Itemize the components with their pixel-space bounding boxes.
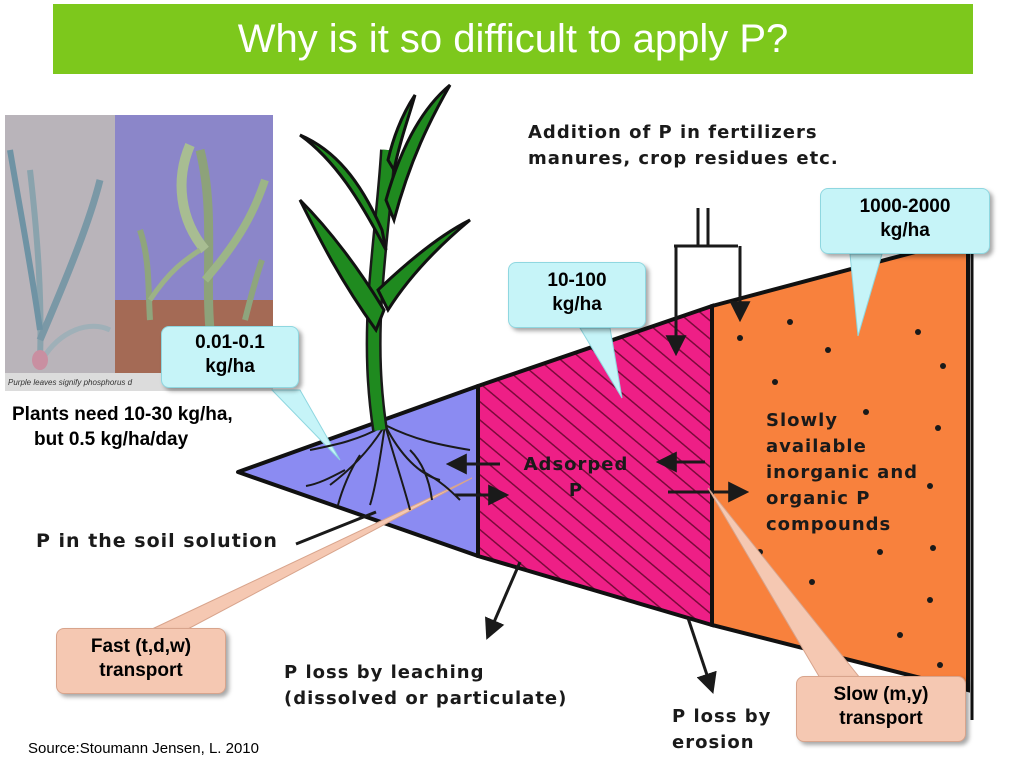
slow-pool-amount-callout: 1000-2000 kg/ha — [820, 188, 990, 254]
plants-need-line1: Plants need 10-30 kg/ha, — [12, 404, 233, 425]
soil-solution-amount-callout: 0.01-0.1 kg/ha — [161, 326, 299, 388]
plants-need-text: Plants need 10-30 kg/ha, but 0.5 kg/ha/d… — [12, 402, 233, 452]
photo-caption: Purple leaves signify phosphorus d — [8, 378, 133, 387]
purple-leaf-corn-photo — [5, 115, 115, 373]
soil-solution-label: P in the soil solution — [36, 530, 278, 552]
slow-pool-dots — [737, 319, 946, 708]
title-bar: Why is it so difficult to apply P? — [53, 4, 973, 74]
erosion-label: P loss by erosion — [672, 706, 772, 753]
exchange-arrows — [445, 451, 750, 506]
source-citation: Source:Stoumann Jensen, L. 2010 — [28, 740, 259, 757]
page-title: Why is it so difficult to apply P? — [237, 16, 789, 61]
plant-illustration — [298, 83, 471, 511]
slow-transport-callout: Slow (m,y) transport — [796, 676, 966, 742]
fertilizer-input-arrows — [665, 208, 751, 357]
adsorbed-amount-callout: 10-100 kg/ha — [508, 262, 646, 328]
loss-arrows — [295, 510, 717, 694]
slowly-available-label: Slowly available inorganic and organic P… — [766, 410, 919, 535]
leaching-label: P loss by leaching (dissolved or particu… — [284, 662, 568, 709]
fast-transport-callout: Fast (t,d,w) transport — [56, 628, 226, 694]
addition-label: Addition of P in fertilizers manures, cr… — [528, 122, 839, 169]
callout-pointers — [149, 253, 883, 679]
adsorbed-label: Adsorped P — [523, 454, 629, 501]
plants-need-line2: but 0.5 kg/ha/day — [34, 429, 189, 450]
